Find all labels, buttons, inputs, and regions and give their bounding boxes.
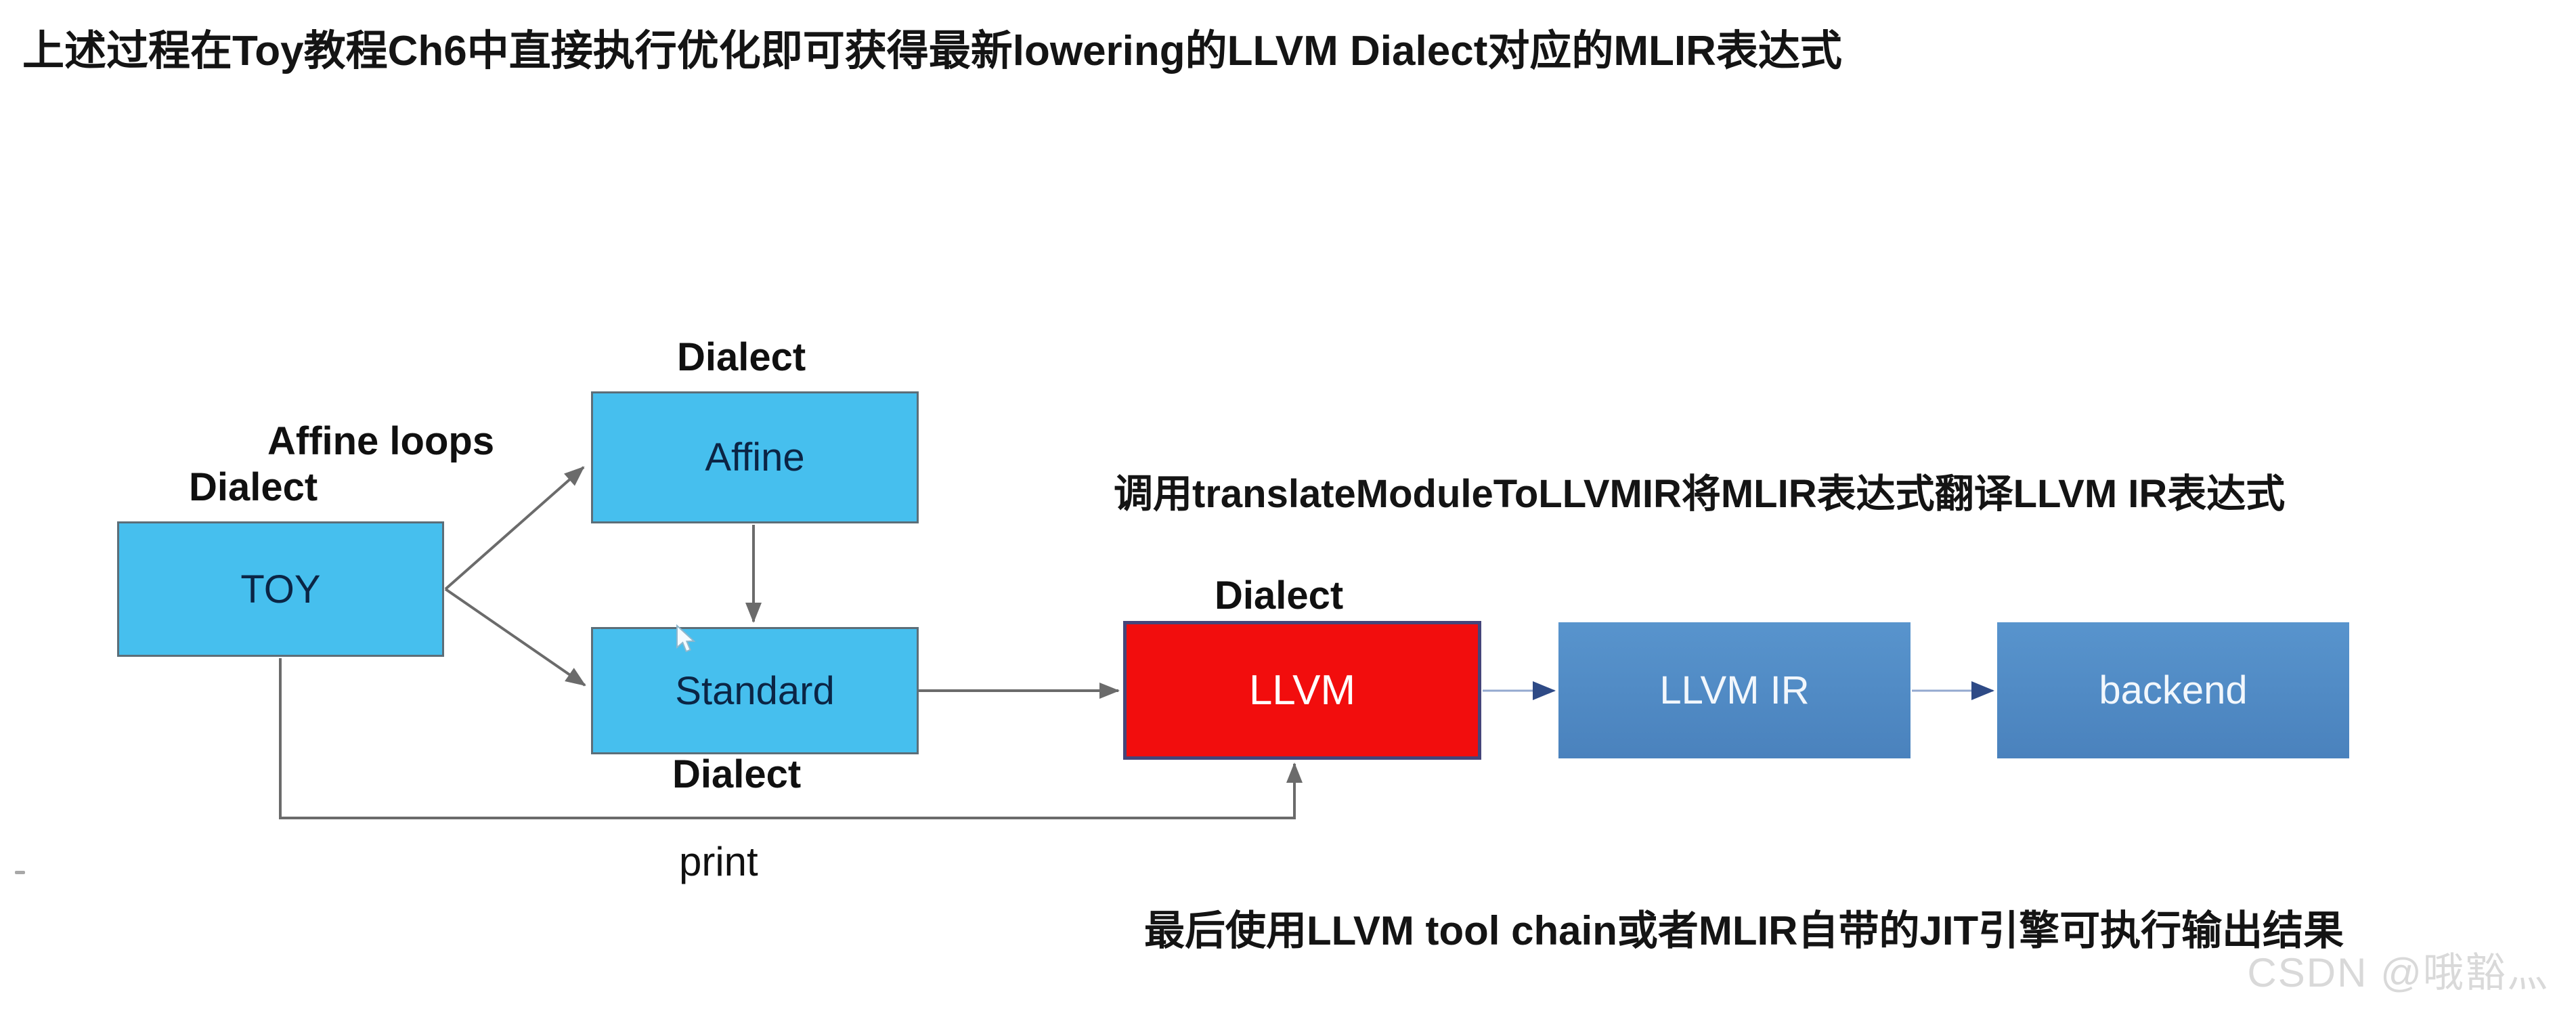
label-dialect-above-llvm: Dialect xyxy=(1215,574,1344,618)
node-backend-label: backend xyxy=(2099,668,2248,712)
jit-note-text: 最后使用LLVM tool chain或者MLIR自带的JIT引擎可执行输出结果 xyxy=(1144,908,2344,953)
node-affine: Affine xyxy=(591,391,919,523)
arrow-toy-to-standard xyxy=(444,588,586,687)
translate-note-text: 调用translateModuleToLLVMIR将MLIR表达式翻译LLVM … xyxy=(1114,472,2286,516)
label-dialect-above-toy: Dialect xyxy=(189,465,318,509)
node-llvm-ir-label: LLVM IR xyxy=(1659,668,1810,712)
node-toy-label: TOY xyxy=(240,567,321,611)
stray-mark xyxy=(15,871,25,874)
label-print: print xyxy=(679,839,758,884)
mouse-cursor-icon xyxy=(676,624,696,653)
node-llvm-ir: LLVM IR xyxy=(1558,622,1911,758)
label-dialect-below-standard: Dialect xyxy=(672,752,802,796)
node-standard-label: Standard xyxy=(675,668,835,713)
node-affine-label: Affine xyxy=(705,435,805,479)
node-standard: Standard xyxy=(591,627,919,754)
node-llvm-label: LLVM xyxy=(1248,667,1356,714)
node-toy: TOY xyxy=(117,521,444,657)
label-affine-loops: Affine loops xyxy=(267,419,495,463)
node-llvm: LLVM xyxy=(1123,621,1481,760)
node-backend: backend xyxy=(1997,622,2349,758)
arrow-toy-to-affine xyxy=(444,466,585,590)
csdn-watermark: CSDN @哦豁灬 xyxy=(2247,950,2549,995)
arrow-toy-print-to-llvm xyxy=(279,658,1303,819)
heading-text: 上述过程在Toy教程Ch6中直接执行优化即可获得最新lowering的LLVM … xyxy=(22,28,1842,74)
label-dialect-above-affine: Dialect xyxy=(677,335,806,379)
